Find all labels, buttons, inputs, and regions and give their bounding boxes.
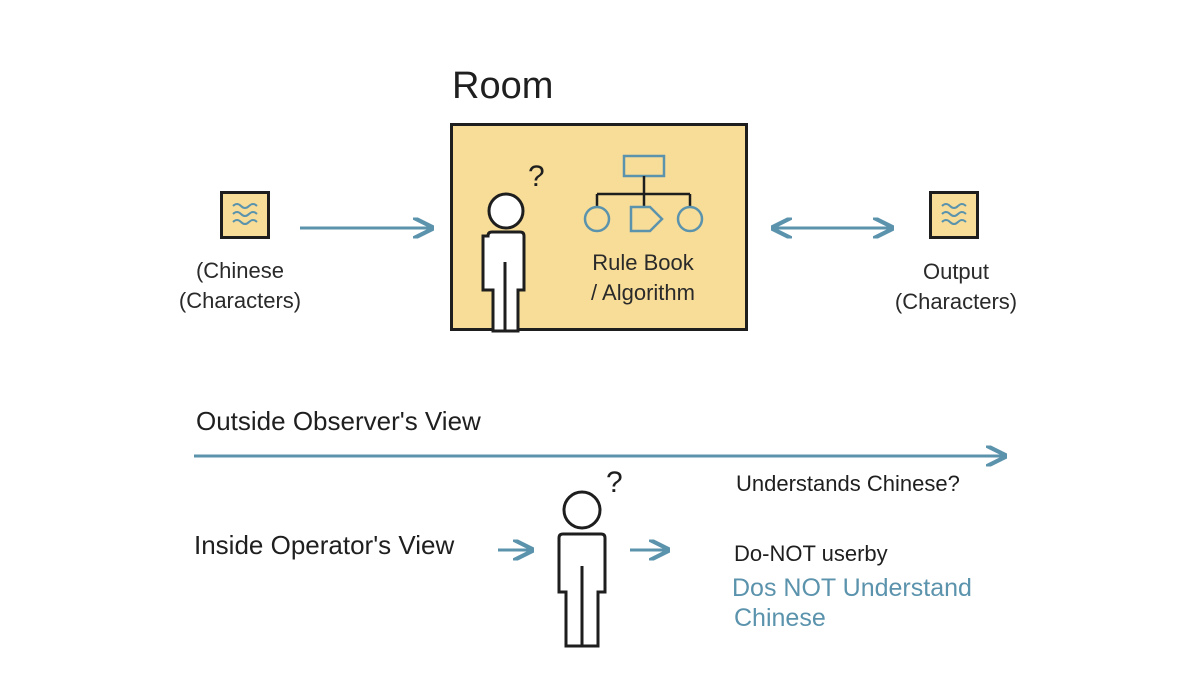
output-wave-icon <box>941 203 967 225</box>
input-label: (Chinese (Characters) <box>160 256 320 316</box>
flowchart-icon <box>583 154 704 233</box>
input-document <box>220 191 270 239</box>
operator-person-icon <box>557 490 607 648</box>
inside-view-result-line2: Dos NOT Understand <box>732 574 972 602</box>
rule-book-label: Rule Book / Algorithm <box>568 248 718 308</box>
output-label-line1: Output <box>922 259 990 284</box>
outside-view-label: Outside Observer's View <box>196 406 481 436</box>
room-title: Room <box>452 65 554 107</box>
output-label: Output (Characters) <box>876 257 1036 317</box>
rule-book-line2: / Algorithm <box>591 280 695 305</box>
operator-question-mark: ? <box>606 466 623 499</box>
inside-view-result-line3: Chinese <box>734 604 826 632</box>
outside-view-result: Understands Chinese? <box>736 471 960 496</box>
room-person-icon <box>481 192 526 333</box>
rule-book-line1: Rule Book <box>592 250 694 275</box>
inside-view-result-line1: Do-NOT userby <box>734 541 888 566</box>
input-label-line2: (Characters) <box>178 288 302 313</box>
room-question-mark: ? <box>528 160 545 193</box>
output-label-line2: (Characters) <box>894 289 1018 314</box>
inside-view-label: Inside Operator's View <box>194 530 455 560</box>
output-document <box>929 191 979 239</box>
input-label-line1: (Chinese <box>195 258 285 283</box>
input-wave-icon <box>232 203 258 225</box>
